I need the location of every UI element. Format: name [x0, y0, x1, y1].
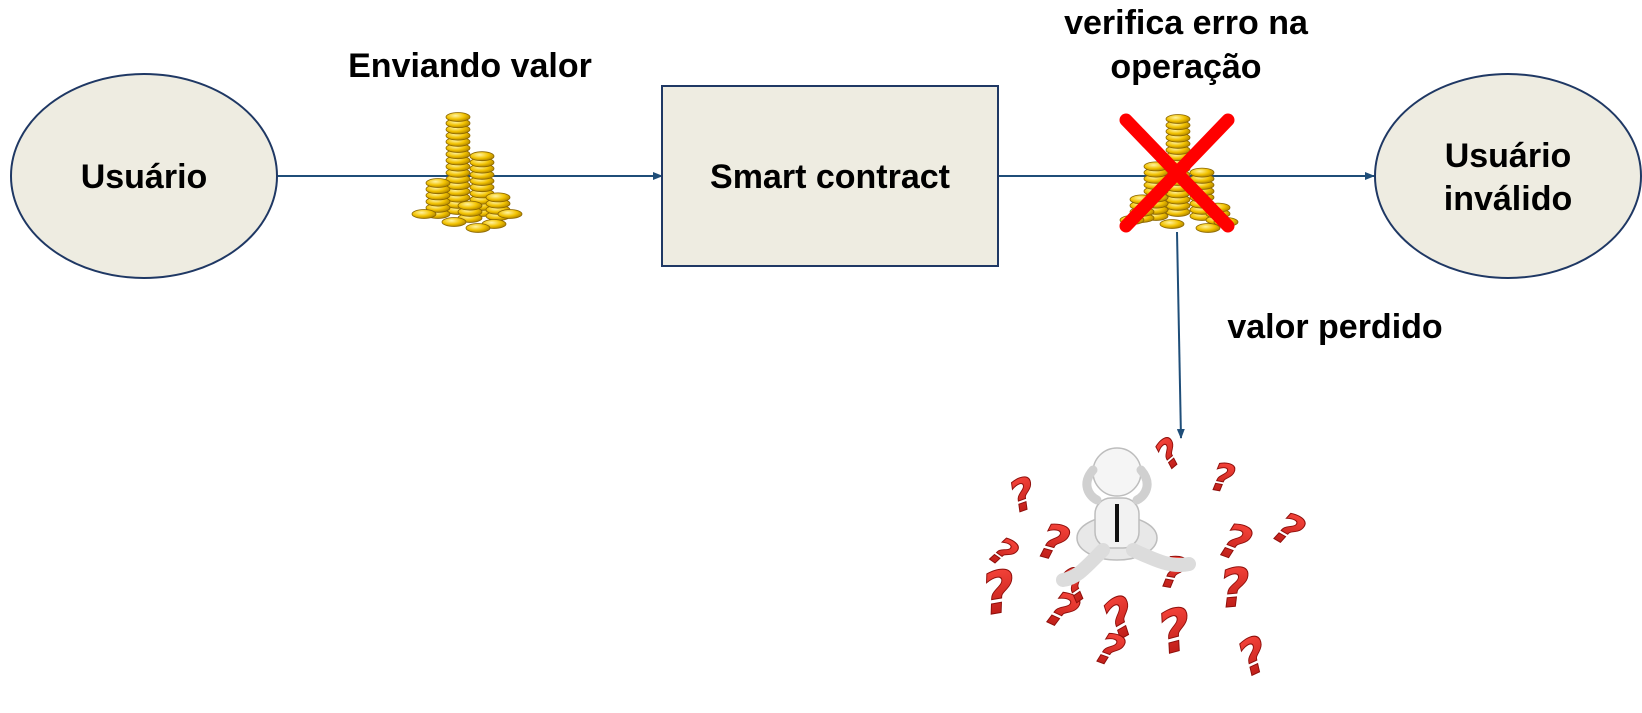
node-usuario-invalido: Usuário inválido: [1374, 73, 1642, 279]
gold-coins-icon: [411, 112, 523, 233]
node-usuario: Usuário: [10, 73, 278, 279]
person-figure: [1056, 447, 1196, 587]
usuario-label: Usuário: [81, 158, 208, 196]
svg-text:?: ?: [1007, 466, 1038, 526]
verifica-erro-label-line1: verifica erro na: [1064, 4, 1309, 42]
usuario-invalido-label-line1: Usuário: [1445, 137, 1572, 175]
arrow-down-lost-value: [1176, 231, 1185, 439]
svg-text:?: ?: [1203, 456, 1242, 502]
svg-text:?: ?: [1157, 593, 1193, 670]
smart-contract-label: Smart contract: [710, 158, 950, 196]
verifica-erro-label-line2: operação: [1110, 48, 1261, 86]
usuario-invalido-label-line2: inválido: [1444, 180, 1572, 218]
confused-person-question-marks-icon: ????????????????: [976, 427, 1317, 692]
svg-text:?: ?: [981, 556, 1016, 631]
valor-perdido-label: valor perdido: [1227, 308, 1442, 346]
node-smart-contract: Smart contract: [661, 85, 999, 267]
svg-text:?: ?: [1260, 505, 1316, 556]
svg-text:?: ?: [1150, 427, 1188, 481]
svg-text:?: ?: [1235, 624, 1273, 691]
svg-text:?: ?: [1084, 624, 1135, 676]
red-x-icon: [1119, 113, 1235, 233]
enviando-valor-label: Enviando valor: [348, 47, 592, 85]
